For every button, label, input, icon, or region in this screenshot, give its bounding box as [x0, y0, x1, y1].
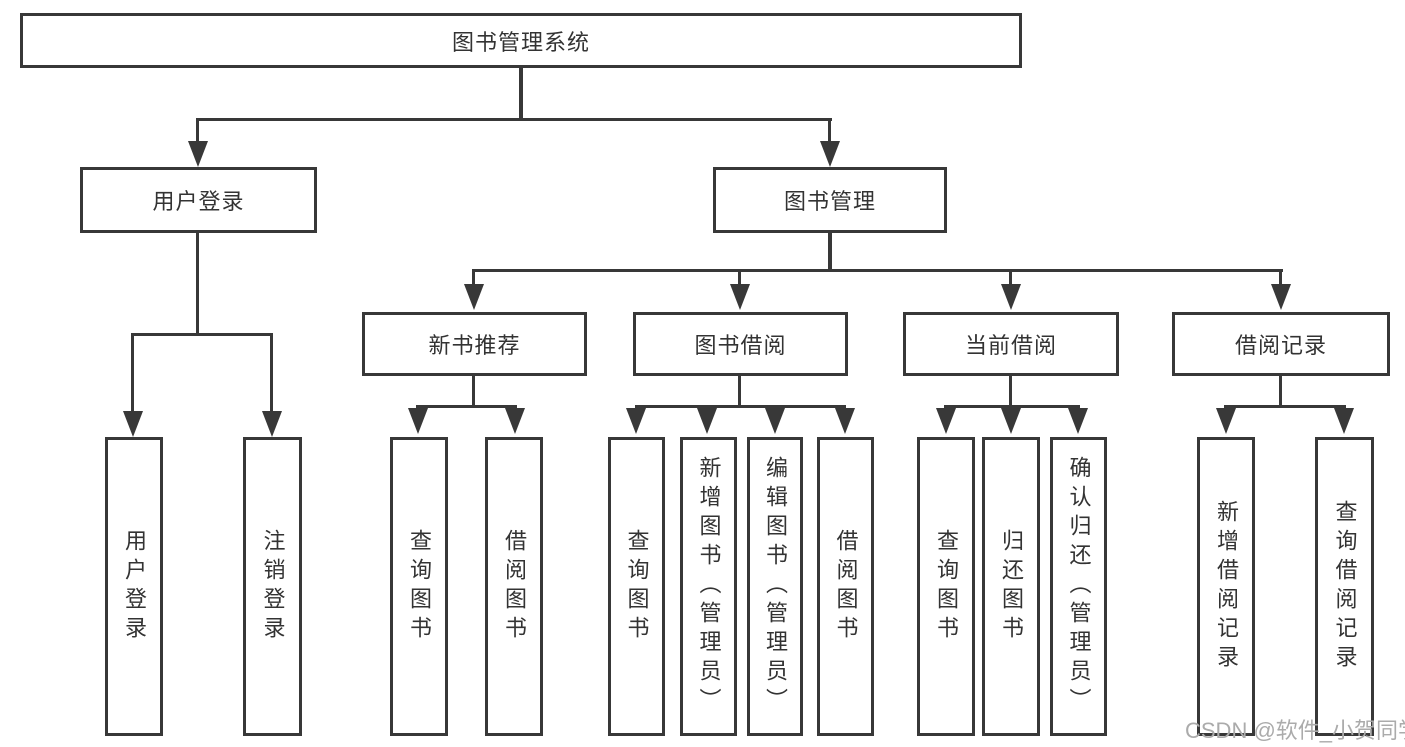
connector-user-login-stem	[196, 232, 199, 336]
leaf-add-book-admin-label: 新增图书（管理员）	[696, 456, 722, 717]
leaf-query-book-current: 查询图书	[917, 437, 975, 736]
node-user-login-label: 用户登录	[152, 189, 245, 214]
arrowhead-leaf-add-borrow-record	[1216, 408, 1236, 434]
arrowhead-leaf-user-login	[123, 411, 143, 437]
arrowhead-leaf-borrow-book-2	[835, 408, 855, 434]
node-current-borrow-label: 当前借阅	[964, 333, 1057, 358]
node-book-borrow-label: 图书借阅	[694, 333, 787, 358]
connector-borrow-record-stem	[1279, 375, 1282, 408]
arrowhead-leaf-query-book-1	[408, 408, 428, 434]
connector-root-crossbar	[196, 118, 832, 121]
arrowhead-leaf-query-borrow-record	[1334, 408, 1354, 434]
leaf-logout-login-label: 注销登录	[260, 528, 286, 645]
connector-borrow-record-crossbar	[1224, 405, 1346, 408]
leaf-query-book-recommend-label: 查询图书	[407, 528, 432, 645]
node-book-management-label: 图书管理	[783, 189, 876, 214]
node-root: 图书管理系统	[20, 13, 1022, 68]
arrowhead-book-borrow	[730, 284, 750, 310]
leaf-add-borrow-record: 新增借阅记录	[1197, 437, 1255, 736]
leaf-add-borrow-record-label: 新增借阅记录	[1214, 499, 1239, 674]
leaf-confirm-return-admin-label: 确认归还（管理员）	[1066, 456, 1092, 717]
connector-user-login-crossbar	[131, 333, 273, 336]
connector-book-management-crossbar	[472, 269, 1283, 272]
arrowhead-leaf-edit-book	[765, 408, 785, 434]
connector-user-login-drop-right	[270, 333, 273, 413]
connector-root-drop-left	[196, 118, 199, 146]
node-current-borrow: 当前借阅	[903, 312, 1119, 376]
arrowhead-user-login	[188, 141, 208, 167]
leaf-add-book-admin: 新增图书（管理员）	[680, 437, 737, 736]
leaf-query-book-borrow: 查询图书	[608, 437, 665, 736]
node-book-management: 图书管理	[713, 167, 947, 233]
leaf-logout-login: 注销登录	[243, 437, 302, 736]
leaf-user-login: 用户登录	[105, 437, 163, 736]
node-borrow-record: 借阅记录	[1172, 312, 1390, 376]
connector-new-book-recommend-stem	[472, 375, 475, 408]
node-root-label: 图书管理系统	[451, 29, 590, 55]
leaf-query-book-current-label: 查询图书	[934, 528, 959, 645]
connector-l3-drop-1	[472, 269, 475, 286]
connector-l3-drop-3	[1009, 269, 1012, 286]
arrowhead-leaf-query-book-2	[626, 408, 646, 434]
watermark-text: CSDN @软件_小贺同学	[1185, 718, 1405, 743]
node-user-login: 用户登录	[80, 167, 317, 233]
connector-root-stem	[519, 67, 523, 121]
leaf-query-borrow-record-label: 查询借阅记录	[1332, 499, 1358, 674]
leaf-user-login-label: 用户登录	[122, 528, 147, 645]
node-book-borrow: 图书借阅	[633, 312, 848, 376]
arrowhead-leaf-return-book	[1001, 408, 1021, 434]
node-new-book-recommend-label: 新书推荐	[428, 333, 521, 358]
leaf-edit-book-admin: 编辑图书（管理员）	[747, 437, 803, 736]
leaf-borrow-book: 借阅图书	[817, 437, 874, 736]
connector-user-login-drop-left	[131, 333, 134, 413]
connector-book-borrow-stem	[738, 375, 741, 408]
leaf-query-borrow-record: 查询借阅记录	[1315, 437, 1374, 736]
connector-book-borrow-crossbar	[635, 405, 846, 408]
leaf-query-book-recommend: 查询图书	[390, 437, 448, 736]
leaf-borrow-book-recommend: 借阅图书	[485, 437, 543, 736]
arrowhead-new-book-recommend	[464, 284, 484, 310]
connector-current-borrow-crossbar	[944, 405, 1080, 408]
arrowhead-current-borrow	[1001, 284, 1021, 310]
connector-new-book-recommend-crossbar	[416, 405, 517, 408]
arrowhead-leaf-query-book-3	[936, 408, 956, 434]
leaf-query-book-borrow-label: 查询图书	[624, 528, 650, 645]
arrowhead-leaf-borrow-book-1	[505, 408, 525, 434]
leaf-return-book-label: 归还图书	[999, 528, 1024, 645]
leaf-edit-book-admin-label: 编辑图书（管理员）	[763, 456, 788, 717]
connector-l3-drop-4	[1279, 269, 1282, 286]
arrowhead-book-management	[820, 141, 840, 167]
connector-l3-drop-2	[738, 269, 741, 286]
node-new-book-recommend: 新书推荐	[362, 312, 587, 376]
arrowhead-leaf-add-book	[697, 408, 717, 434]
connector-root-drop-right	[828, 118, 831, 146]
leaf-borrow-book-recommend-label: 借阅图书	[502, 528, 527, 645]
arrowhead-borrow-record	[1271, 284, 1291, 310]
connector-book-management-stem	[828, 232, 832, 272]
connector-current-borrow-stem	[1009, 375, 1012, 408]
leaf-return-book: 归还图书	[982, 437, 1040, 736]
leaf-borrow-book-label: 借阅图书	[833, 528, 859, 645]
arrowhead-leaf-confirm-return	[1068, 408, 1088, 434]
arrowhead-leaf-logout	[262, 411, 282, 437]
leaf-confirm-return-admin: 确认归还（管理员）	[1050, 437, 1107, 736]
node-borrow-record-label: 借阅记录	[1234, 333, 1327, 358]
